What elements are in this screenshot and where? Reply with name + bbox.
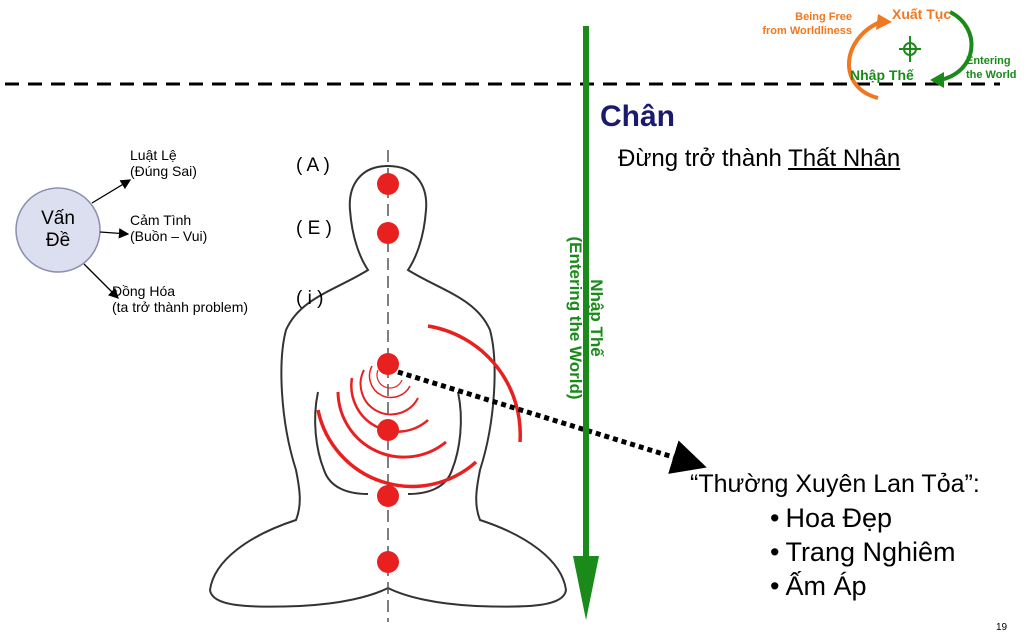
- problem-label: Vấn Đề: [16, 208, 100, 252]
- green-cycle-arrow: [939, 10, 974, 82]
- tag-i: ( i ): [296, 288, 324, 309]
- arrow-to-rules: [91, 179, 132, 204]
- dharma-wheel-icon: [899, 36, 921, 62]
- cycle-bottom-right: Entering the World: [966, 54, 1017, 82]
- right-arm-outline: [407, 391, 462, 495]
- cycle-bottom-left: Nhập Thế: [850, 67, 914, 83]
- subheading-underlined: Thất Nhân: [788, 145, 901, 172]
- bullet-item: Trang Nghiêm: [770, 537, 955, 568]
- branch-identification-sub: (ta trở thành problem): [112, 299, 249, 315]
- page-number: 19: [996, 622, 1008, 633]
- branch-emotion-sub: (Buồn – Vui): [130, 228, 208, 244]
- arrow-to-emotion: [99, 228, 130, 239]
- branch-identification: Đồng Hóa (ta trở thành problem): [112, 283, 248, 315]
- problem-label-line1: Vấn: [41, 208, 75, 229]
- branch-emotion-title: Cảm Tình: [130, 212, 192, 228]
- cycle-top-left: Being Free from Worldliness: [742, 10, 852, 38]
- branch-identification-title: Đồng Hóa: [112, 283, 176, 299]
- branch-emotion: Cảm Tình (Buồn – Vui): [130, 212, 207, 244]
- cycle-top-right: Xuất Tục: [892, 6, 952, 22]
- arrow-to-identification: [83, 263, 119, 299]
- radiating-arcs: [316, 324, 522, 489]
- cycle-bottom-right-line1: Entering: [966, 55, 1011, 67]
- subheading-prefix: Đừng trở thành: [618, 145, 789, 172]
- problem-label-line2: Đề: [45, 230, 71, 251]
- quote-title: “Thường Xuyên Lan Tỏa”:: [690, 470, 980, 498]
- chakra-dots: [377, 173, 399, 573]
- branch-rules-title: Luật Lệ: [130, 147, 177, 163]
- cycle-graphic: [847, 10, 974, 100]
- subheading: Đừng trở thành Thất Nhân: [618, 145, 900, 173]
- cycle-bottom-right-line2: the World: [966, 69, 1017, 81]
- bullet-item: Hoa Đẹp: [770, 503, 892, 534]
- branch-rules: Luật Lệ (Đúng Sai): [130, 147, 197, 179]
- branch-rules-sub: (Đúng Sai): [130, 163, 197, 179]
- cycle-top-left-line2: from Worldliness: [762, 25, 852, 37]
- problem-circle: [15, 187, 101, 273]
- green-arrow-head: [573, 556, 599, 620]
- heading: Chân: [600, 100, 675, 133]
- vertical-label: Nhập Thế (Entering the World): [565, 236, 607, 399]
- tag-e: ( E ): [296, 218, 332, 239]
- vertical-label-line1: Nhập Thế: [587, 279, 606, 357]
- orange-cycle-arrow: [847, 20, 881, 100]
- dotted-arrow-to-quote: [397, 369, 707, 474]
- left-arm-outline: [314, 391, 369, 495]
- tag-a: ( A ): [296, 155, 330, 176]
- bullet-item: Ấm Áp: [770, 571, 866, 602]
- vertical-label-line2: (Entering the World): [566, 236, 585, 400]
- cycle-top-left-line1: Being Free: [795, 11, 852, 23]
